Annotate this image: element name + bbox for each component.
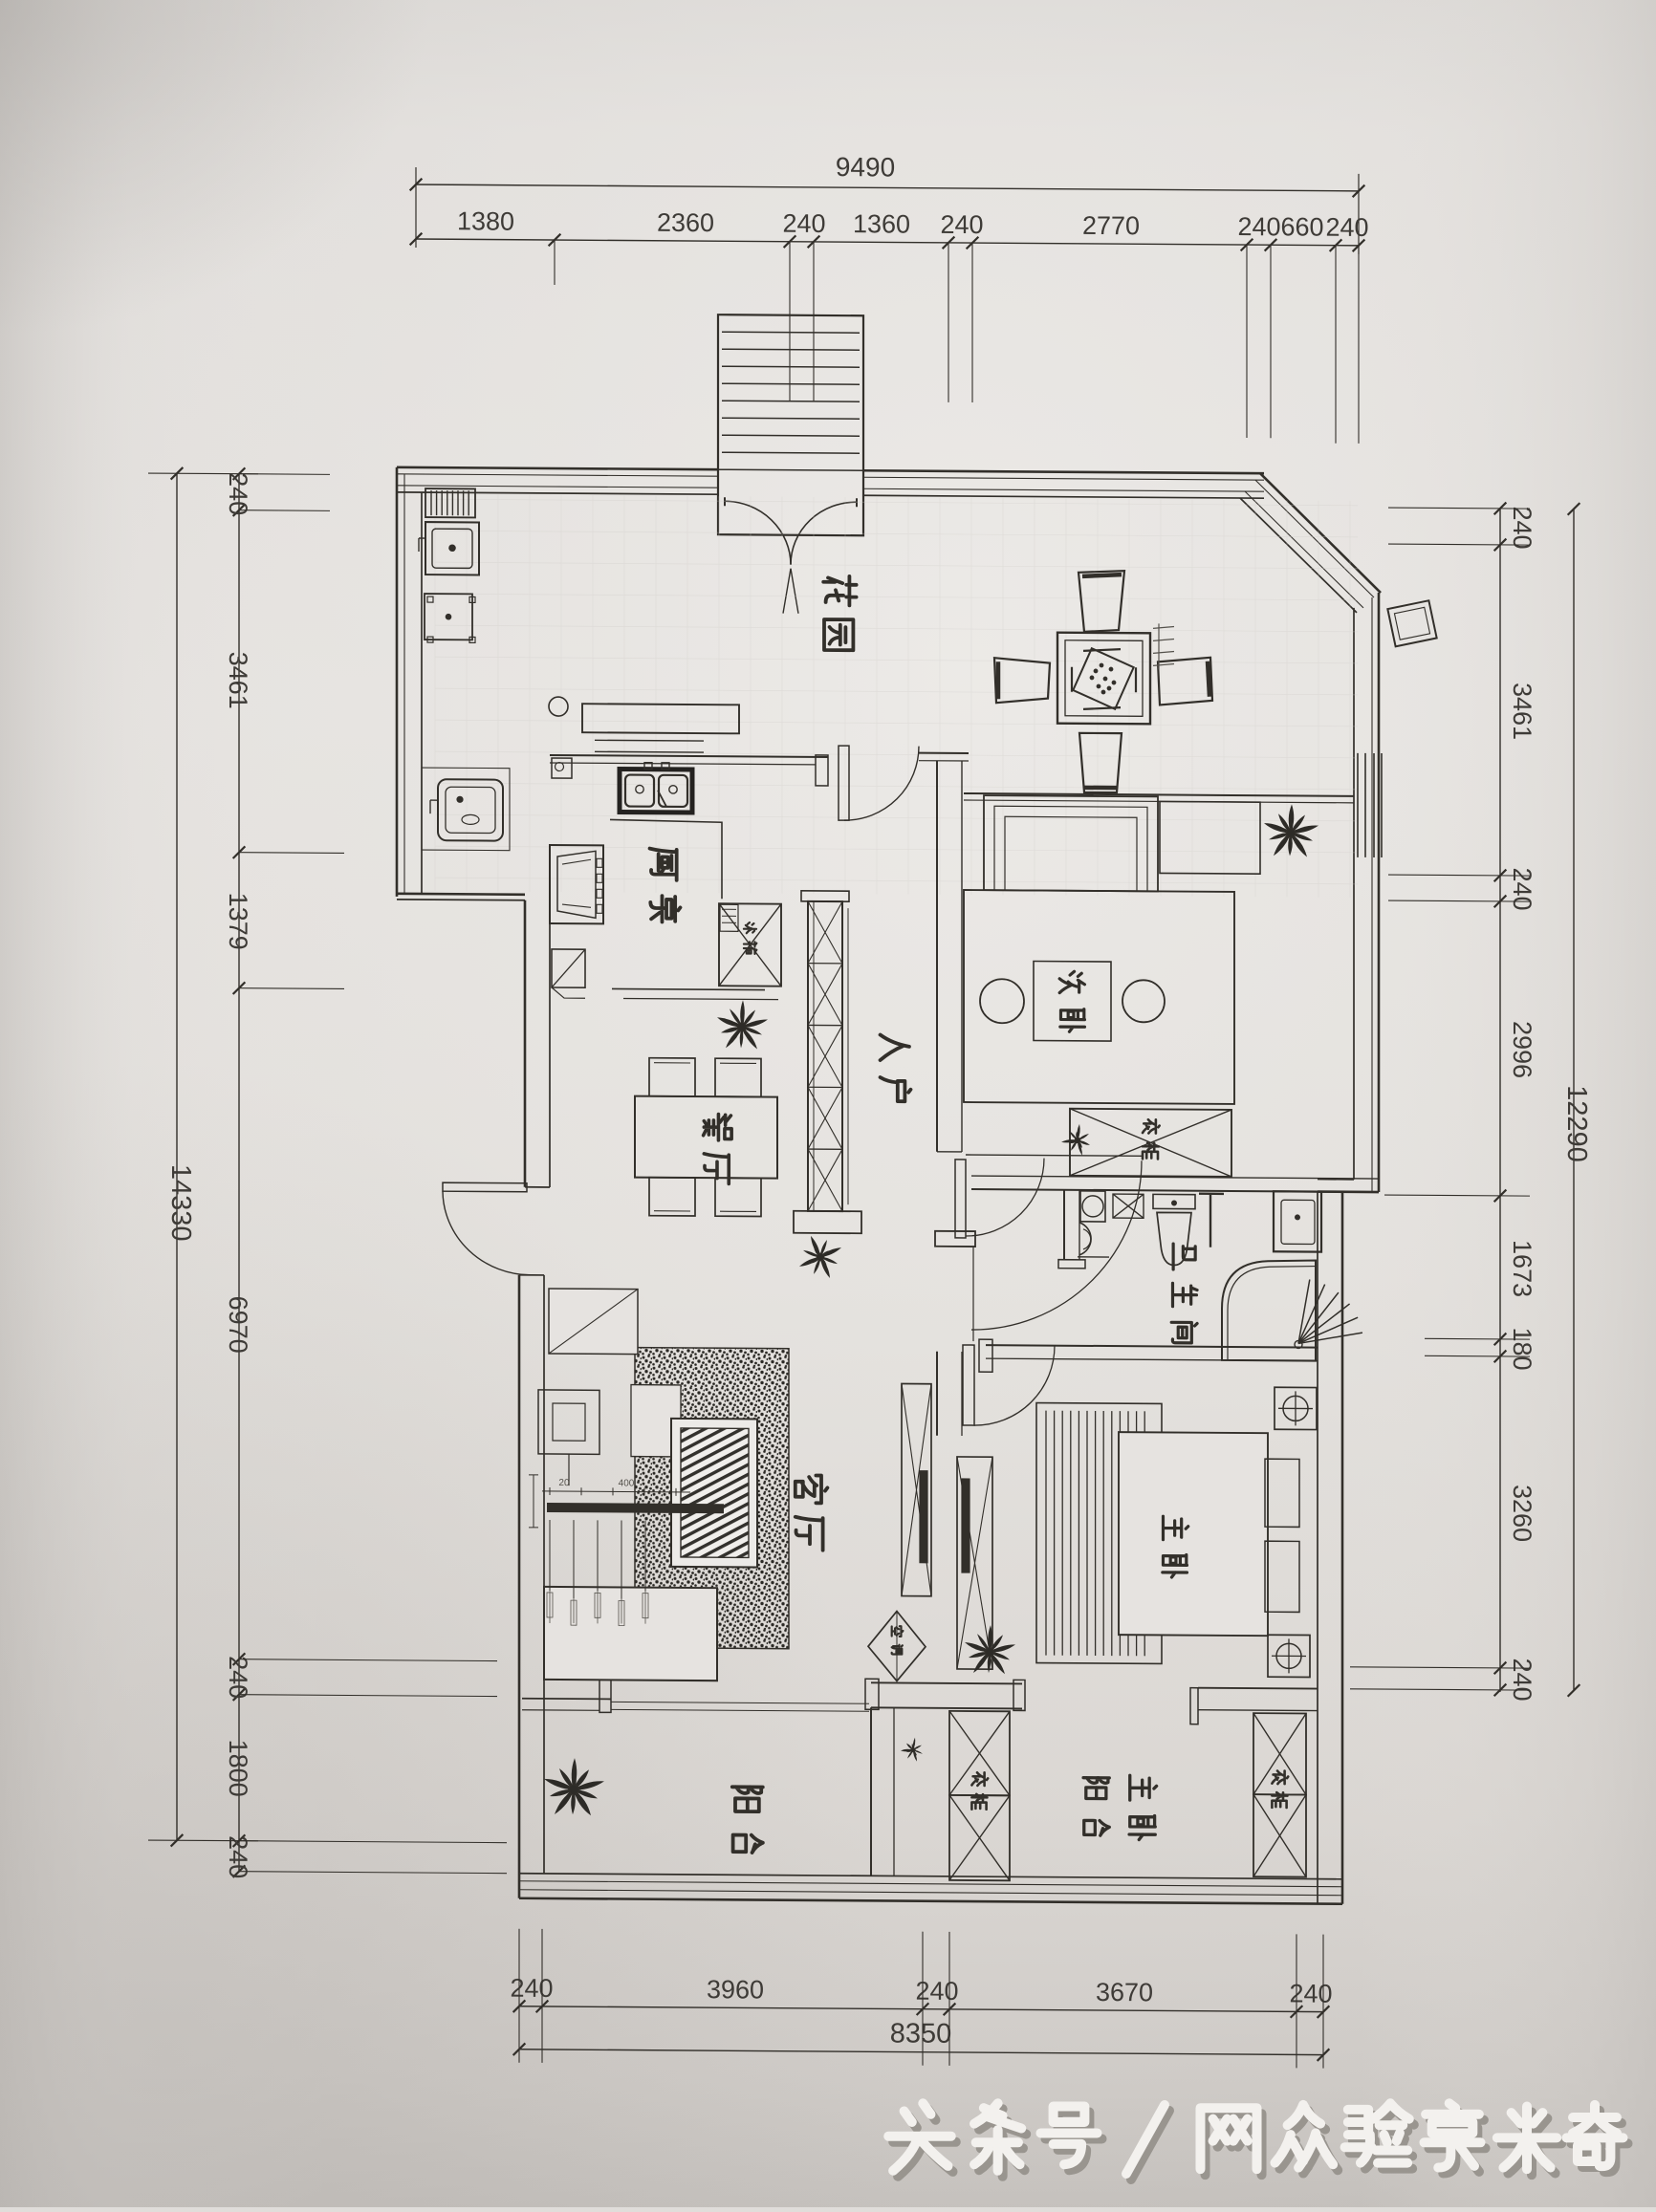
svg-text:1673: 1673	[1508, 1240, 1536, 1297]
svg-text:8350: 8350	[890, 2018, 952, 2049]
svg-text:1380: 1380	[457, 206, 514, 235]
svg-text:240: 240	[1237, 212, 1280, 241]
svg-text:240: 240	[1508, 1658, 1536, 1701]
svg-text:240: 240	[940, 210, 983, 239]
svg-text:3260: 3260	[1508, 1485, 1536, 1542]
svg-text:2770: 2770	[1082, 211, 1140, 240]
svg-text:3670: 3670	[1096, 1978, 1153, 2006]
svg-text:3461: 3461	[224, 652, 252, 709]
svg-text:240: 240	[1508, 506, 1536, 549]
svg-text:2996: 2996	[1508, 1021, 1536, 1078]
svg-text:1360: 1360	[853, 209, 910, 238]
svg-text:240: 240	[915, 1977, 958, 2006]
svg-text:3960: 3960	[707, 1975, 764, 2004]
svg-text:20: 20	[558, 1478, 570, 1488]
svg-text:12290: 12290	[1561, 1085, 1592, 1162]
svg-text:240: 240	[1325, 213, 1368, 242]
svg-text:2360: 2360	[657, 208, 714, 237]
svg-text:240: 240	[510, 1974, 553, 2003]
svg-text:240: 240	[224, 472, 252, 515]
svg-text:3461: 3461	[1508, 683, 1536, 740]
svg-text:9490: 9490	[836, 152, 895, 182]
svg-text:660: 660	[1280, 212, 1323, 241]
svg-text:240: 240	[782, 209, 825, 238]
svg-text:6970: 6970	[224, 1296, 252, 1354]
svg-text:400: 400	[619, 1478, 635, 1488]
svg-text:240: 240	[224, 1656, 252, 1699]
svg-text:240: 240	[1508, 867, 1536, 910]
svg-text:1379: 1379	[224, 893, 252, 950]
svg-text:240: 240	[224, 1835, 252, 1878]
svg-text:1800: 1800	[224, 1740, 252, 1797]
svg-text:14330: 14330	[165, 1164, 196, 1242]
svg-text:180: 180	[1508, 1327, 1536, 1370]
svg-text:240: 240	[1289, 1979, 1332, 2007]
